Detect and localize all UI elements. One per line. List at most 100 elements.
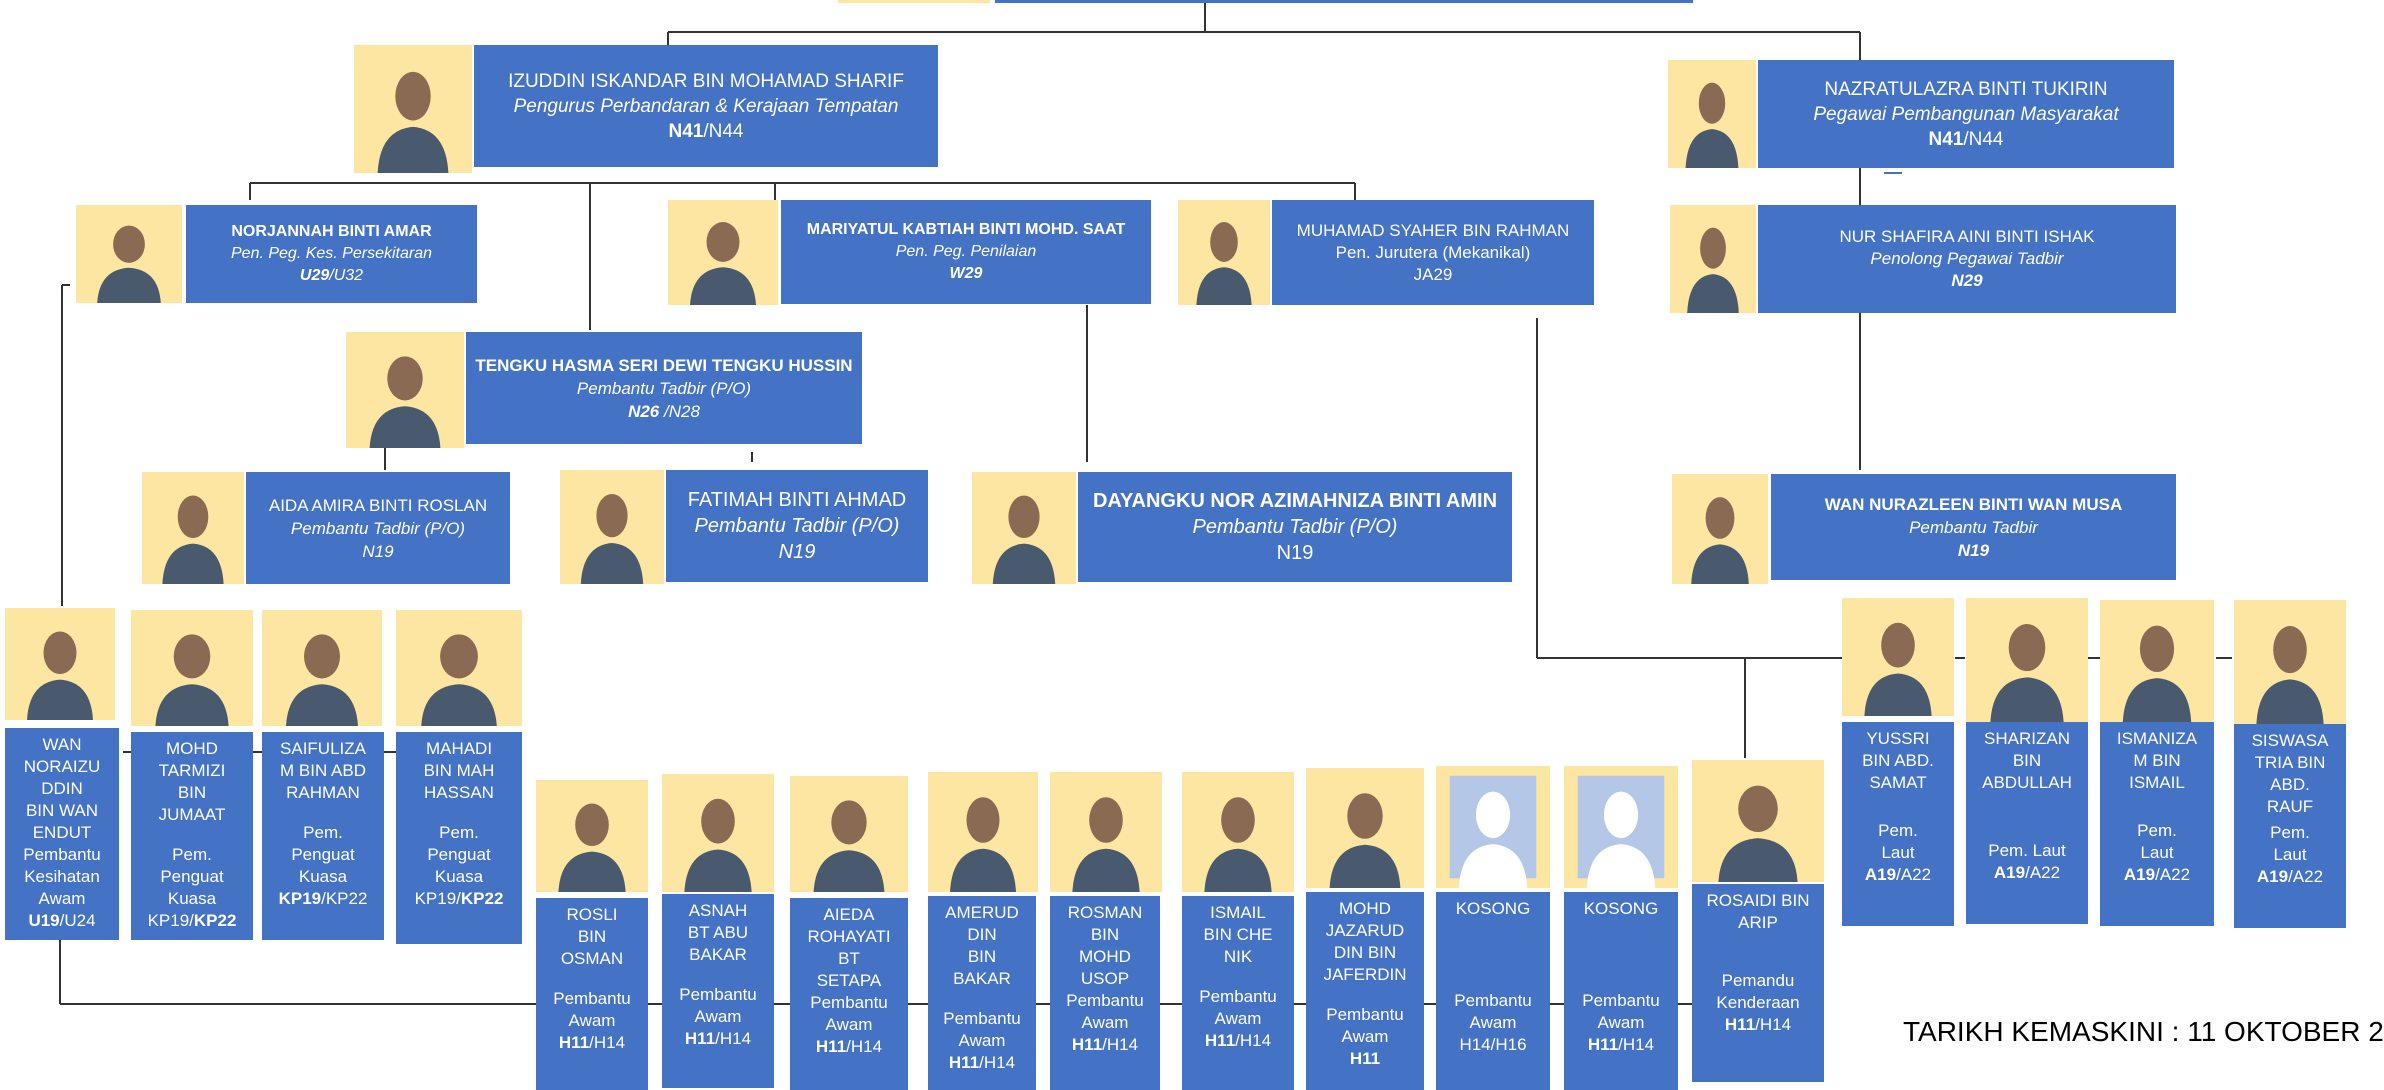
person-icon [369, 356, 441, 448]
staff-name: ROSAIDI BIN ARIP [1706, 891, 1810, 932]
person-icon [950, 797, 1016, 892]
assistant-grade: N19 [1957, 540, 1990, 560]
assistant-grade: N19 [1276, 542, 1314, 564]
staff-name: SAIFULIZA M BIN ABD RAHMAN [280, 739, 366, 802]
assistant-card: AIDA AMIRA BINTI ROSLAN Pembantu Tadbir … [246, 472, 510, 584]
officer-title: Penolong Pegawai Tadbir [1870, 249, 2064, 268]
staff-photo [1966, 598, 2088, 722]
person-icon [1691, 497, 1749, 584]
person-icon [1196, 222, 1252, 305]
manager-name: IZUDDIN ISKANDAR BIN MOHAMAD SHARIF [508, 70, 904, 92]
top-bar-left [838, 0, 990, 3]
manager-grade: N41/N44 [1928, 128, 2004, 150]
person-icon [2122, 625, 2192, 722]
person-icon [1329, 793, 1401, 888]
staff-card: SISWASA TRIA BIN ABD. RAUF Pem. Laut A19… [2234, 724, 2346, 928]
staff-name: ASNAH BT ABU BAKAR [687, 901, 749, 964]
staff-photo [2234, 600, 2346, 724]
officer-name: NORJANNAH BINTI AMAR [231, 223, 432, 240]
staff-grade: H11/H14 [1071, 1035, 1139, 1054]
officer-photo [1178, 200, 1270, 305]
person-icon [813, 800, 885, 892]
officer-card: MUHAMAD SYAHER BIN RAHMAN Pen. Jurutera … [1272, 200, 1594, 305]
staff-grade: A19/A22 [2123, 865, 2191, 884]
assistant-photo [1672, 474, 1768, 584]
staff-card: MOHD TARMIZI BIN JUMAAT Pem. Penguat Kua… [131, 732, 253, 940]
staff-card: ASNAH BT ABU BAKAR Pembantu Awam H11/H14 [662, 894, 774, 1088]
staff-name: ROSLI BIN OSMAN [560, 905, 624, 968]
person-icon [1864, 622, 1932, 716]
staff-grade: A19/A22 [1864, 865, 1932, 884]
assistant-card: WAN NURAZLEEN BINTI WAN MUSA Pembantu Ta… [1771, 474, 2176, 580]
staff-card: MAHADI BIN MAH HASSAN Pem. Penguat Kuasa… [396, 732, 522, 944]
staff-card: ROSLI BIN OSMAN Pembantu Awam H11/H14 [536, 898, 648, 1090]
staff-grade: H11/H14 [948, 1053, 1016, 1072]
staff-name: AIEDA ROHAYATI BT SETAPA [807, 905, 891, 990]
assistant-name: FATIMAH BINTI AHMAD [687, 489, 907, 511]
staff-grade: A19/A22 [1993, 863, 2061, 882]
staff-photo [262, 610, 382, 726]
staff-grade: H11/H14 [1587, 1035, 1655, 1054]
manager-card: NAZRATULAZRA BINTI TUKIRIN Pegawai Pemba… [1758, 60, 2174, 168]
assistant-name: DAYANGKU NOR AZIMAHNIZA BINTI AMIN [1092, 490, 1498, 512]
person-icon [421, 634, 497, 726]
manager-photo [1668, 60, 1756, 168]
person-icon [690, 222, 756, 305]
officer-card: NORJANNAH BINTI AMAR Pen. Peg. Kes. Pers… [186, 205, 477, 303]
staff-grade: KP19/KP22 [147, 911, 237, 930]
officer-name: TENGKU HASMA SERI DEWI TENGKU HUSSIN [475, 355, 853, 375]
staff-title: Pembantu Awam [1582, 991, 1660, 1032]
last-updated-label: TARIKH KEMASKINI : 11 OKTOBER 2 [1903, 1016, 2384, 1047]
staff-grade: U19/U24 [28, 911, 96, 930]
assistant-card: FATIMAH BINTI AHMAD Pembantu Tadbir (P/O… [666, 470, 928, 582]
staff-grade: A19/A22 [2256, 867, 2324, 886]
person-icon [2256, 626, 2324, 724]
manager-title: Pegawai Pembangunan Masyarakat [1813, 103, 2119, 125]
staff-name: SISWASA TRIA BIN ABD. RAUF [2251, 731, 2329, 816]
officer-name: MUHAMAD SYAHER BIN RAHMAN [1296, 220, 1570, 240]
assistant-title: Pembantu Tadbir (P/O) [1192, 516, 1398, 538]
staff-grade: H11/H14 [684, 1029, 752, 1048]
staff-title: Pem. Laut [2270, 823, 2310, 864]
staff-grade: H14/H16 [1459, 1035, 1527, 1054]
staff-title: Pem. Penguat Kuasa [427, 823, 491, 886]
staff-title: Pembantu Awam [1326, 1005, 1404, 1046]
vacant-person-icon [1577, 775, 1665, 888]
assistant-name: AIDA AMIRA BINTI ROSLAN [268, 495, 488, 515]
staff-grade: H11 [1349, 1049, 1381, 1068]
staff-card: YUSSRI BIN ABD. SAMAT Pem. Laut A19/A22 [1842, 722, 1954, 926]
staff-title: Pemandu Kenderaan [1716, 971, 1800, 1012]
assistant-photo [972, 472, 1076, 584]
person-icon [1990, 624, 2064, 722]
officer-title: Pen. Peg. Kes. Persekitaran [231, 245, 432, 262]
staff-title: Pem. Laut [2137, 821, 2177, 862]
staff-title: Pembantu Awam [1066, 991, 1144, 1032]
staff-name: YUSSRI BIN ABD. SAMAT [1862, 729, 1934, 792]
staff-title: Pembantu Kesihatan Awam [23, 845, 101, 908]
staff-photo [1306, 768, 1424, 888]
officer-grade: N26 /N28 [628, 401, 700, 421]
staff-photo [2100, 600, 2214, 722]
staff-grade: H11/H14 [1724, 1015, 1792, 1034]
staff-title: Pem. Penguat Kuasa [160, 845, 224, 908]
staff-card: SAIFULIZA M BIN ABD RAHMAN Pem. Penguat … [262, 732, 384, 940]
staff-grade: H11/H14 [1204, 1031, 1272, 1050]
staff-photo [536, 780, 648, 892]
staff-card: WAN NORAIZU DDIN BIN WAN ENDUT Pembantu … [5, 728, 119, 940]
officer-card: NUR SHAFIRA AINI BINTI ISHAK Penolong Pe… [1758, 205, 2176, 313]
staff-name: WAN NORAIZU DDIN BIN WAN ENDUT [23, 735, 101, 842]
staff-name: KOSONG [1455, 899, 1531, 918]
person-icon [1204, 797, 1272, 892]
officer-grade: N29 [1951, 271, 1983, 290]
staff-photo [1692, 760, 1824, 882]
staff-photo [5, 608, 115, 720]
staff-photo [131, 610, 253, 726]
staff-card: KOSONG Pembantu Awam H11/H14 [1564, 892, 1678, 1090]
staff-grade: H11/H14 [815, 1037, 883, 1056]
staff-grade: KP19/KP22 [278, 889, 368, 908]
staff-title: Pem. Laut [1878, 821, 1918, 862]
staff-card: ROSAIDI BIN ARIP Pemandu Kenderaan H11/H… [1692, 884, 1824, 1082]
assistant-grade: N19 [362, 541, 394, 561]
staff-name: KOSONG [1583, 899, 1659, 918]
manager-title: Pengurus Perbandaran & Kerajaan Tempatan [513, 95, 899, 117]
